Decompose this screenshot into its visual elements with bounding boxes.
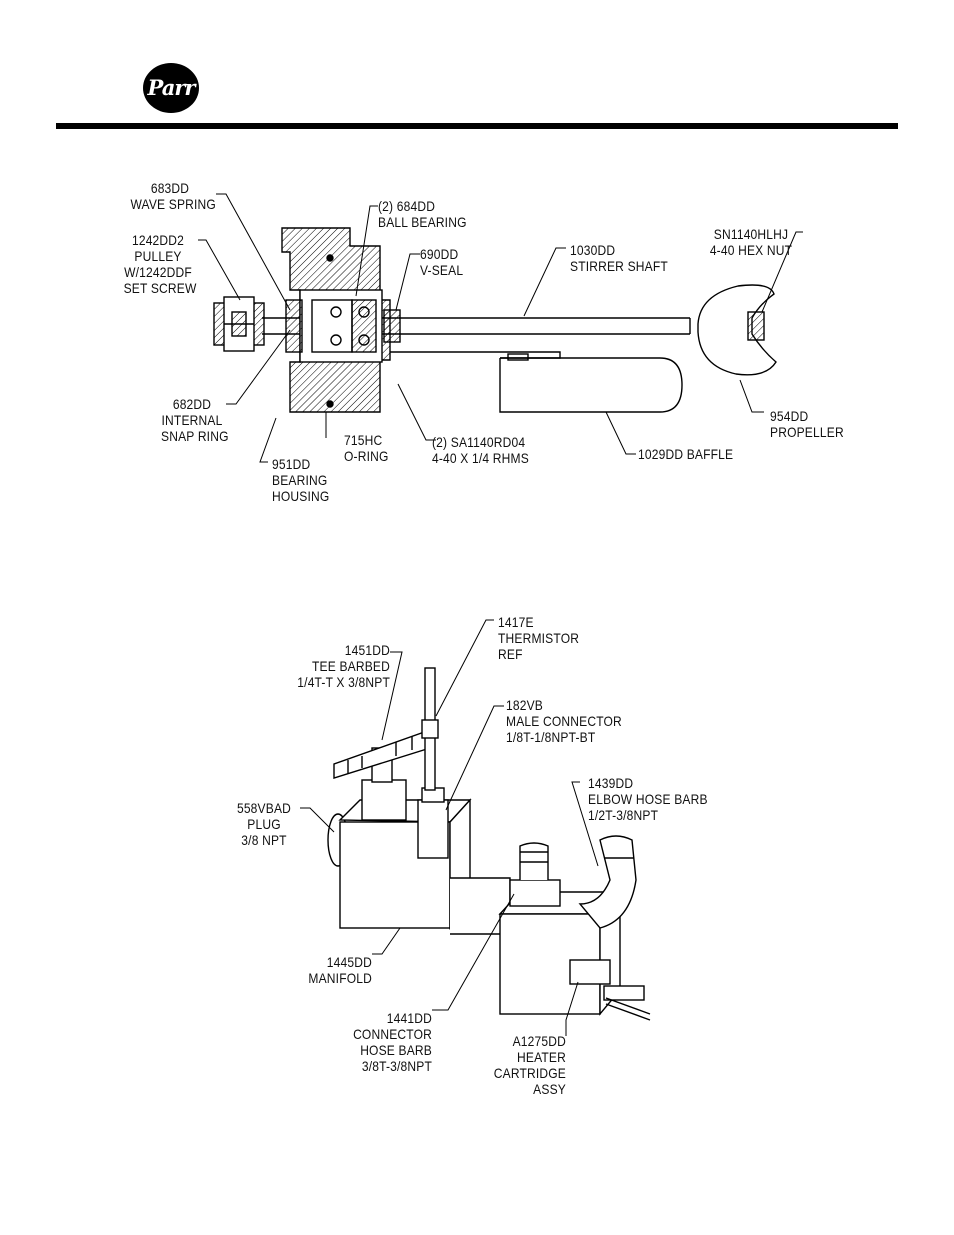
label-plug: 558VBAD PLUG 3/8 NPT bbox=[236, 800, 292, 848]
label-bearing-housing: 951DD BEARING HOUSING bbox=[272, 456, 330, 504]
baffle-part bbox=[390, 351, 683, 413]
label-baffle: 1029DD BAFFLE bbox=[638, 446, 734, 462]
label-wave-spring: 683DD WAVE SPRING bbox=[130, 180, 216, 212]
label-manifold: 1445DD MANIFOLD bbox=[308, 954, 372, 986]
bearing-housing-part bbox=[281, 227, 391, 413]
label-elbow-hose-barb: 1439DD ELBOW HOSE BARB 1/2T-3/8NPT bbox=[588, 775, 708, 823]
label-pulley: 1242DD2 PULLEY W/1242DDF SET SCREW bbox=[123, 232, 197, 296]
label-stirrer-shaft: 1030DD STIRRER SHAFT bbox=[570, 242, 668, 274]
label-v-seal: 690DD V-SEAL bbox=[420, 246, 464, 278]
label-snap-ring: 682DD INTERNAL SNAP RING bbox=[161, 396, 229, 444]
label-thermistor: 1417E THERMISTOR REF bbox=[498, 614, 580, 662]
label-connector-hose-barb: 1441DD CONNECTOR HOSE BARB 3/8T-3/8NPT bbox=[353, 1010, 432, 1074]
label-rhms: (2) SA1140RD04 4-40 X 1/4 RHMS bbox=[432, 434, 529, 466]
header-rule bbox=[56, 123, 898, 129]
manifold-assembly-drawing bbox=[327, 667, 651, 1021]
label-o-ring: 715HC O-RING bbox=[344, 432, 389, 464]
label-hex-nut: SN1140HLHJ 4-40 HEX NUT bbox=[709, 226, 793, 258]
parr-logo: Parr bbox=[143, 63, 199, 113]
label-propeller: 954DD PROPELLER bbox=[770, 408, 844, 440]
manifold-leaders bbox=[300, 619, 599, 1036]
pulley-part bbox=[213, 296, 265, 352]
propeller-part bbox=[697, 284, 777, 376]
v-seal-part bbox=[383, 309, 401, 343]
stirrer-leaders bbox=[198, 193, 803, 463]
label-heater-cartridge: A1275DD HEATER CARTRIDGE ASSY bbox=[493, 1033, 566, 1097]
label-ball-bearing: (2) 684DD BALL BEARING bbox=[378, 198, 467, 230]
label-male-connector: 182VB MALE CONNECTOR 1/8T-1/8NPT-BT bbox=[506, 697, 622, 745]
label-tee-barbed: 1451DD TEE BARBED 1/4T-T X 3/8NPT bbox=[297, 642, 390, 690]
